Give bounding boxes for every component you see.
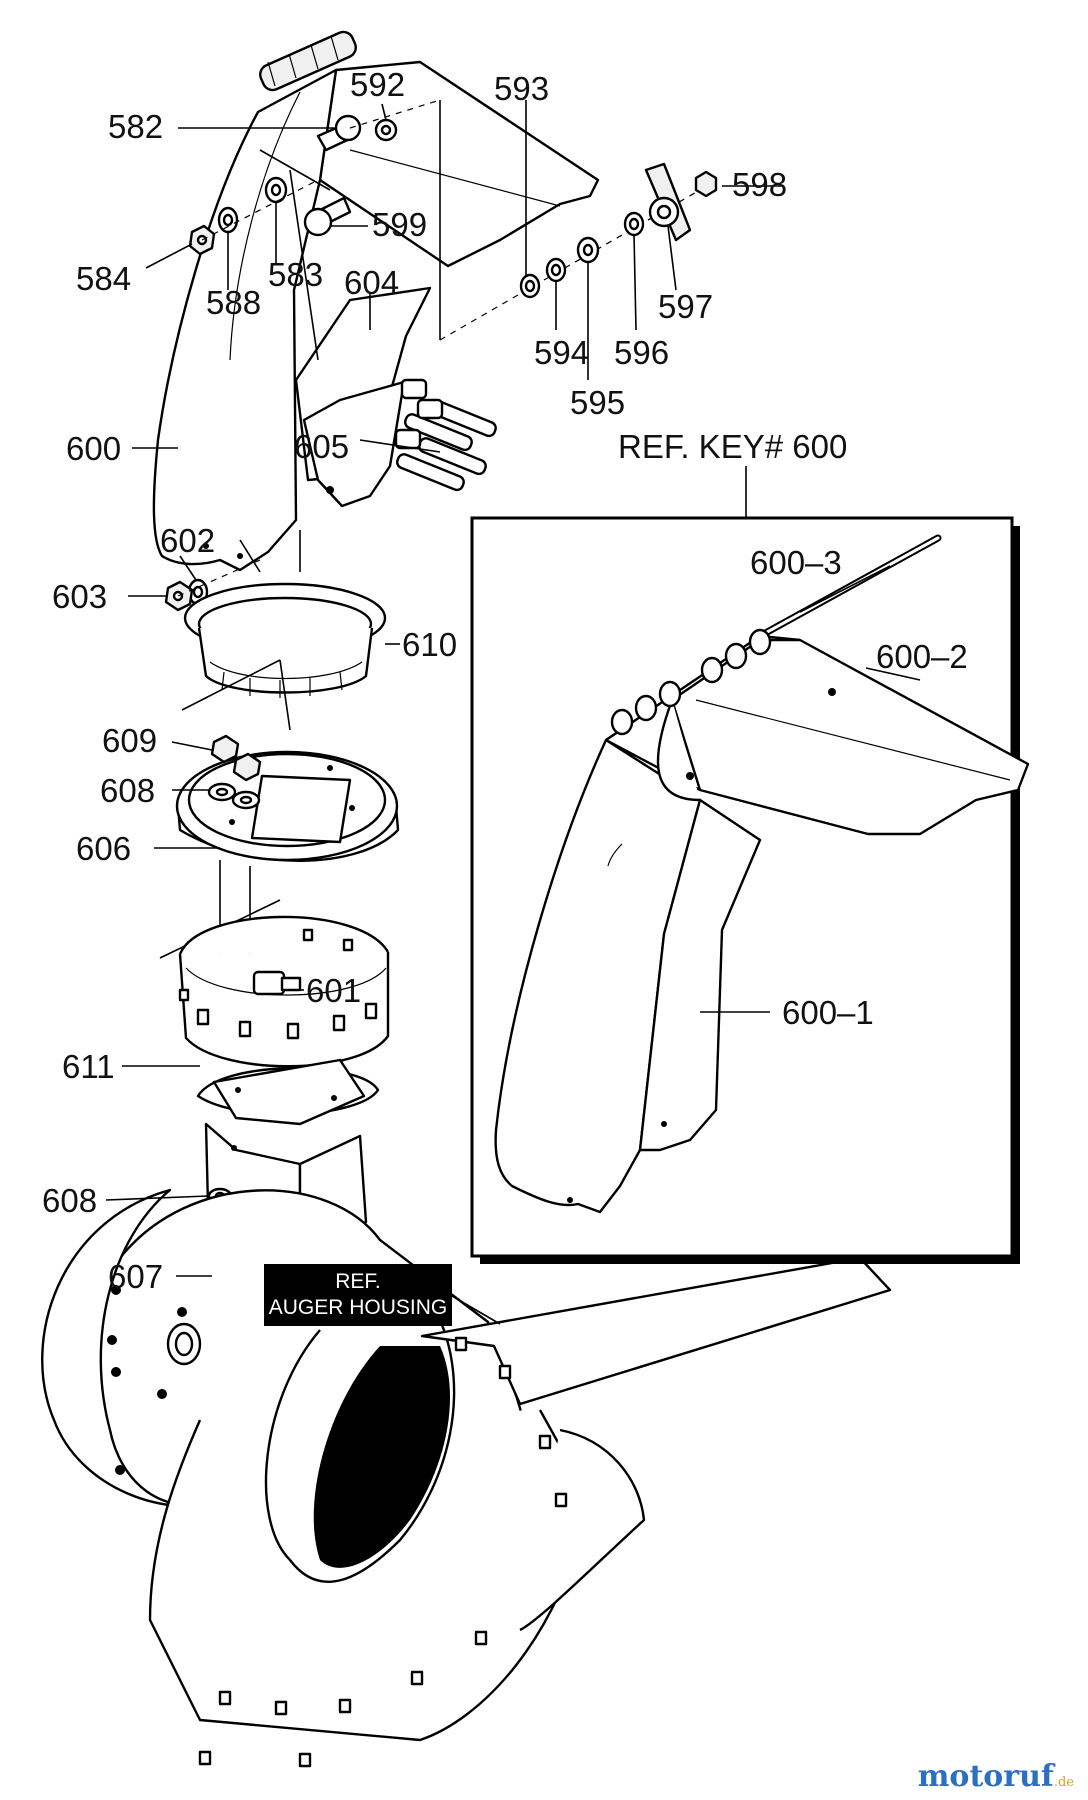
ref-box-line1: REF. (335, 1270, 381, 1293)
callout-604: 604 (344, 264, 399, 301)
watermark-tld: .de (1053, 1775, 1074, 1790)
callout-582: 582 (108, 108, 163, 145)
callout-605: 605 (294, 428, 349, 465)
inset-callout-600-2: 600–2 (876, 638, 968, 675)
auger-housing (41, 1188, 892, 1768)
deflector-plate (318, 60, 600, 268)
chute-ring-610 (181, 530, 387, 731)
callout-600: 600 (66, 430, 121, 467)
ref-auger-housing-box: REF. AUGER HOUSING (264, 1264, 501, 1326)
hinge-barrel (259, 30, 357, 92)
callout-608-upper: 608 (100, 772, 155, 809)
lower-chute-hardware (164, 559, 261, 612)
callout-588: 588 (206, 284, 261, 321)
watermark-brand: motoruf (917, 1759, 1054, 1794)
callout-596: 596 (614, 334, 669, 371)
callout-603: 603 (52, 578, 107, 615)
inset-title: REF. KEY# 600 (618, 428, 847, 465)
callout-584: 584 (76, 260, 131, 297)
collar-611 (159, 860, 390, 1068)
callout-598: 598 (732, 166, 787, 203)
deflector-knob-hardware (439, 162, 718, 341)
callout-607: 607 (108, 1258, 163, 1295)
callout-602: 602 (160, 522, 215, 559)
ref-box-line2: AUGER HOUSING (269, 1296, 448, 1319)
inset-chute-600-1 (494, 738, 702, 1214)
watermark-logo: motoruf.de (918, 1759, 1074, 1794)
bolt-set-605 (394, 378, 497, 492)
callout-592: 592 (350, 66, 405, 103)
callout-labels: 582 592 593 598 599 584 588 583 604 597 … (42, 66, 968, 1295)
callout-609: 609 (102, 722, 157, 759)
callout-593: 593 (494, 70, 549, 107)
callout-610: 610 (402, 626, 457, 663)
ref-box-bg (264, 1264, 452, 1326)
callout-595: 595 (570, 384, 625, 421)
inset-callout-600-3: 600–3 (750, 544, 842, 581)
callout-594: 594 (534, 334, 589, 371)
top-hardware (188, 99, 441, 361)
callout-583: 583 (268, 256, 323, 293)
flange-plate-606 (175, 734, 400, 862)
inset-callout-600-1: 600–1 (782, 994, 874, 1031)
callout-599: 599 (372, 206, 427, 243)
callout-606: 606 (76, 830, 131, 867)
callout-611: 611 (62, 1048, 115, 1085)
callout-601: 601 (306, 972, 361, 1009)
callout-597: 597 (658, 288, 713, 325)
callout-608-lower: 608 (42, 1182, 97, 1219)
inset-panel (470, 466, 1030, 1264)
callout-leaders (105, 100, 784, 1277)
